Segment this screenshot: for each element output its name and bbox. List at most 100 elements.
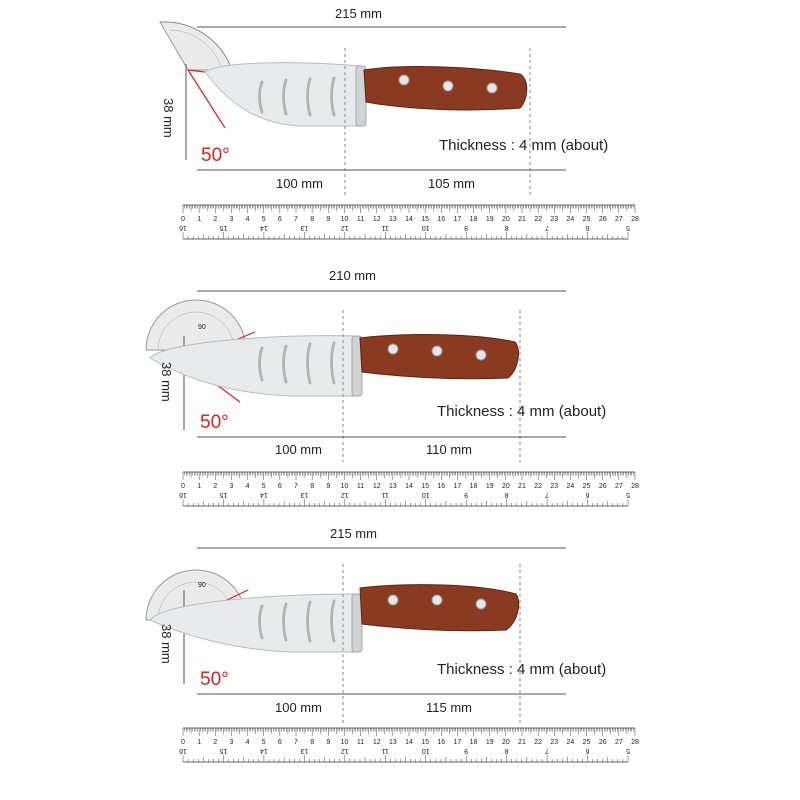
angle-line [187,69,226,129]
ruler-cm-label: 25 [583,483,591,490]
handle-rivet [475,349,487,361]
total-length-label: 215 mm [330,526,377,541]
ruler-inch-label: 8 [505,747,509,754]
protractor [159,21,233,71]
ruler-cm-label: 7 [294,483,298,490]
ruler-inch-label: 11 [382,224,389,231]
ruler-cm-label: 17 [454,483,462,490]
ruler-cm-label: 9 [326,483,330,490]
ruler-cm-label: 13 [389,739,397,746]
ruler-inch-label: 13 [300,224,308,231]
blade-dimples [258,76,336,117]
ruler-inch-label: 7 [545,491,549,498]
ruler-cm-label: 3 [229,739,233,746]
ruler-inch-label: 15 [219,224,227,231]
handle-length-label: 115 mm [426,700,472,715]
ruler-cm-label: 27 [615,739,623,746]
ruler-cm-label: 19 [486,216,494,223]
ruler-cm-label: 21 [518,483,526,490]
ruler-inch-label: 11 [382,747,389,754]
ruler-cm-label: 15 [421,483,429,490]
ruler-cm-label: 19 [486,739,494,746]
ruler-cm-label: 11 [357,739,364,746]
knife-handle [359,584,520,632]
ruler-cm-label: 20 [502,739,510,746]
handle-rivet [398,74,410,86]
ruler-cm-label: 23 [550,739,558,746]
ruler-cm-label: 0 [181,216,185,223]
ruler-cm-label: 19 [486,483,494,490]
ruler-cm-label: 13 [389,483,397,490]
ruler-inch-label: 5 [626,491,630,498]
protractor-mark: 90 [198,582,206,589]
ruler-inch-label: 9 [464,747,468,754]
ruler-inch-label: 9 [464,491,468,498]
ruler-cm-label: 10 [341,483,349,490]
ruler-cm-label: 22 [534,216,542,223]
ruler-inch-label: 11 [382,491,389,498]
angle-label: 50° [201,145,230,166]
ruler-cm-label: 16 [437,483,445,490]
ruler-inch-label: 5 [626,224,630,231]
ruler-cm-label: 13 [389,216,397,223]
ruler-inch-label: 6 [585,224,589,231]
ruler-cm-label: 5 [262,216,266,223]
ruler-inch-label: 5 [626,747,630,754]
ruler-cm-label: 28 [631,739,639,746]
ruler-cm-label: 3 [229,483,233,490]
ruler-cm-label: 7 [294,216,298,223]
handle-rivet [431,594,443,606]
ruler-inch-label: 9 [464,224,468,231]
ruler-cm-label: 20 [502,216,510,223]
ruler-cm-label: 1 [197,483,201,490]
ruler-inch-label: 10 [422,491,430,498]
ruler-inch-label: 10 [422,224,430,231]
ruler-cm-label: 22 [534,483,542,490]
ruler-cm-label: 10 [341,216,349,223]
ruler-cm-label: 1 [197,216,201,223]
blade-dimples [258,341,336,385]
ruler-inch-label: 14 [260,747,268,754]
ruler-cm-label: 5 [262,483,266,490]
total-length-label: 210 mm [329,268,376,283]
blade-length-label: 100 mm [275,700,322,715]
ruler-cm-label: 18 [470,216,478,223]
ruler-inch-label: 12 [341,747,349,754]
ruler-cm-label: 24 [567,483,575,490]
ruler-cm-label: 5 [262,739,266,746]
ruler-cm-label: 0 [181,739,185,746]
ruler-cm-label: 15 [421,216,429,223]
ruler-cm-label: 20 [502,483,510,490]
ruler-cm-label: 22 [534,739,542,746]
knife-handle [359,334,519,380]
ruler-cm-label: 10 [341,739,349,746]
ruler-cm-label: 27 [615,483,623,490]
ruler-cm-label: 23 [550,216,558,223]
ruler-cm-label: 26 [599,483,607,490]
ruler-cm-label: 8 [310,216,314,223]
ruler-cm-label: 18 [470,739,478,746]
ruler-cm-label: 25 [583,739,591,746]
total-length-label: 215 mm [335,6,382,21]
ruler-cm-label: 17 [454,216,462,223]
ruler-inch-label: 16 [179,747,187,754]
ruler-cm-label: 26 [599,216,607,223]
thickness-label: Thickness : 4 mm (about) [437,403,607,420]
handle-rivet [486,82,498,94]
ruler-cm-label: 15 [421,739,429,746]
ruler-cm-label: 6 [278,739,282,746]
ruler-cm-label: 7 [294,739,298,746]
ruler-inch-label: 6 [585,747,589,754]
ruler-cm-label: 0 [181,483,185,490]
blade-dimples [258,599,336,643]
ruler-cm-label: 21 [518,739,526,746]
ruler-cm-label: 17 [454,739,462,746]
angle-label: 50° [200,669,229,690]
protractor: 90 [145,299,247,351]
ruler-inch-label: 6 [585,491,589,498]
ruler-cm-label: 4 [246,483,250,490]
